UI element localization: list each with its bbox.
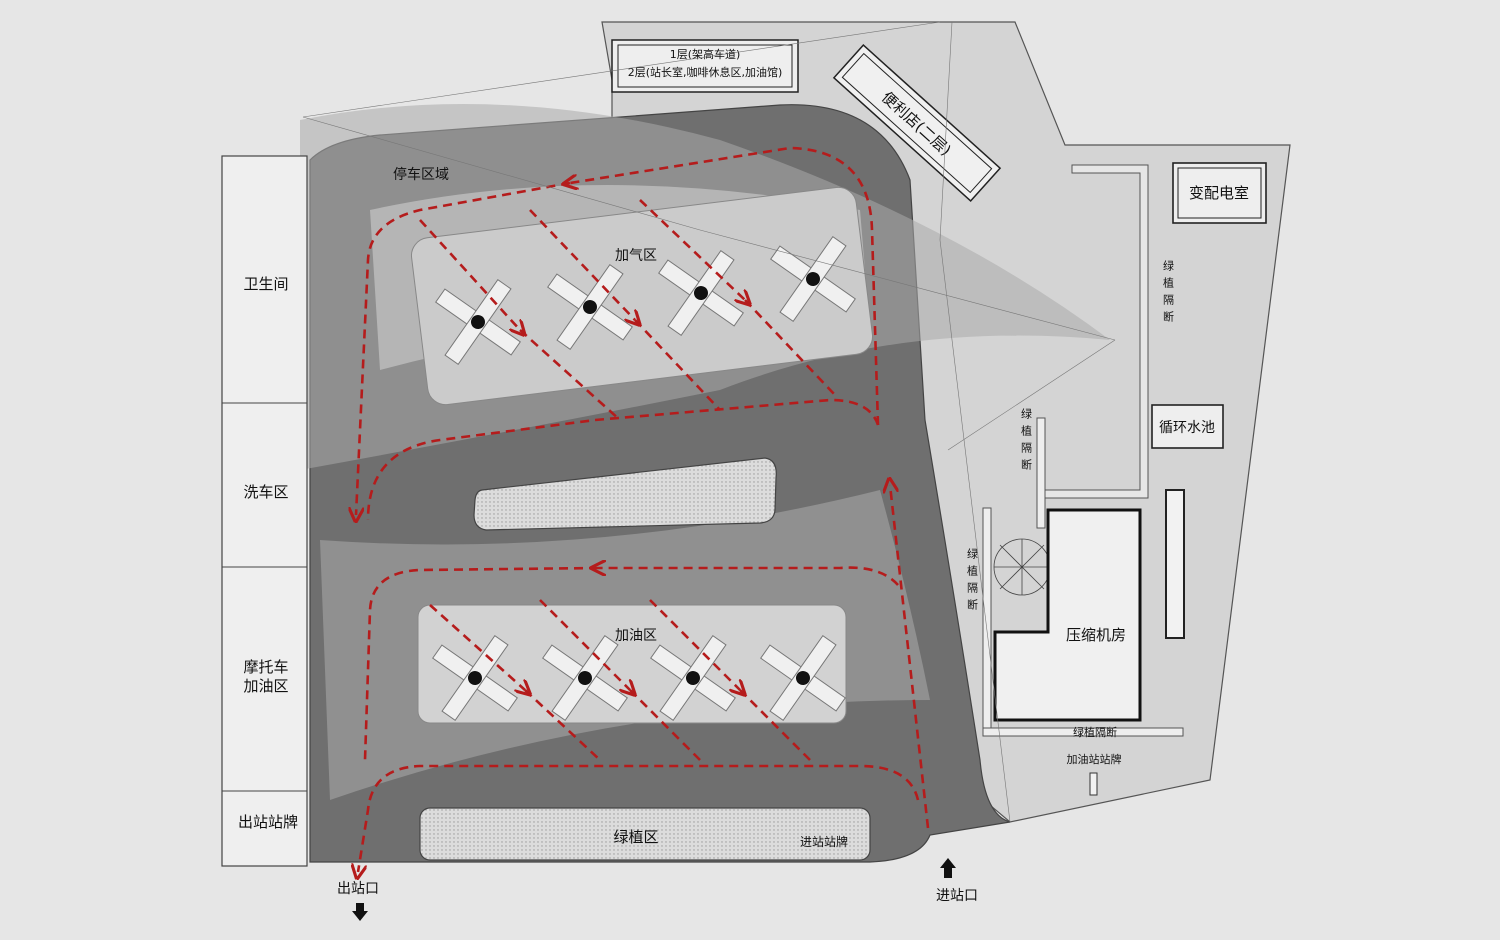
route-diag-5 <box>634 319 721 411</box>
label-floor1: 1层(架高车道) <box>670 47 741 61</box>
route-entry-vertical <box>890 485 930 829</box>
gas-dispensers <box>435 236 856 365</box>
tree-icon <box>993 538 1051 596</box>
route-diag-12 <box>739 689 811 761</box>
substation <box>1172 162 1267 224</box>
median-island <box>473 457 777 531</box>
green-sep-post <box>1036 417 1046 529</box>
station-sign-post <box>1089 772 1098 796</box>
label-pool: 循环水池 <box>1159 420 1215 436</box>
construction-lines <box>302 21 1116 823</box>
label-parking: 停车区域 <box>393 166 449 183</box>
label-gas-zone: 加气区 <box>615 248 657 264</box>
green-sep-bottom-bar <box>982 727 1184 737</box>
label-entrance: 进站口 <box>936 888 978 904</box>
compressor-room <box>993 508 1142 722</box>
label-station-sign: 加油站站牌 <box>1067 752 1122 766</box>
route-diag-2 <box>529 209 635 320</box>
route-lower-left <box>363 566 599 761</box>
label-green-sep-1: 绿植隔断 <box>1162 259 1175 328</box>
fuel-dispensers <box>432 635 846 721</box>
label-restroom: 卫生间 <box>243 275 288 293</box>
route-diag-4 <box>519 329 621 421</box>
route-diag-3 <box>639 199 745 300</box>
route-lower-loop <box>598 568 899 586</box>
label-green-zone: 绿植区 <box>613 828 658 846</box>
route-diag-1 <box>419 219 520 330</box>
route-bottom-loop <box>358 764 920 872</box>
route-top-left <box>356 181 571 515</box>
label-entry-sign: 进站站牌 <box>800 835 848 849</box>
label-exit-sign: 出站站牌 <box>238 813 298 831</box>
label-green-sep-3: 绿植隔断 <box>966 547 979 616</box>
traffic-routes <box>356 146 930 872</box>
exit-arrow-icon <box>352 903 368 921</box>
route-diag-8 <box>539 599 630 690</box>
green-sep-post-2 <box>982 507 992 734</box>
route-diag-7 <box>429 604 525 690</box>
label-exit: 出站口 <box>337 881 379 897</box>
route-diag-9 <box>649 599 740 690</box>
label-car-wash: 洗车区 <box>243 483 288 501</box>
route-diag-10 <box>524 689 601 761</box>
gas-zone-island <box>410 186 874 406</box>
side-strip <box>1165 489 1185 639</box>
left-building <box>221 155 308 867</box>
label-fuel-zone: 加油区 <box>615 628 657 644</box>
route-diag-6 <box>744 299 836 396</box>
label-floor2: 2层(站长室,咖啡休息区,加油馆) <box>628 65 783 79</box>
entrance-arrow-icon <box>940 858 956 878</box>
green-zone <box>419 807 871 861</box>
label-substation: 变配电室 <box>1189 184 1249 202</box>
label-compressor: 压缩机房 <box>1066 626 1126 644</box>
label-moto-fuel-2: 加油区 <box>243 677 288 695</box>
route-top-loop <box>570 146 880 426</box>
label-green-sep-bottom: 绿植隔断 <box>1073 725 1117 739</box>
label-green-sep-2: 绿植隔断 <box>1020 407 1033 476</box>
route-mid-return <box>366 398 880 521</box>
route-diag-11 <box>629 689 701 761</box>
circulation-pool <box>1151 404 1224 449</box>
label-moto-fuel-1: 摩托车 <box>243 658 288 676</box>
